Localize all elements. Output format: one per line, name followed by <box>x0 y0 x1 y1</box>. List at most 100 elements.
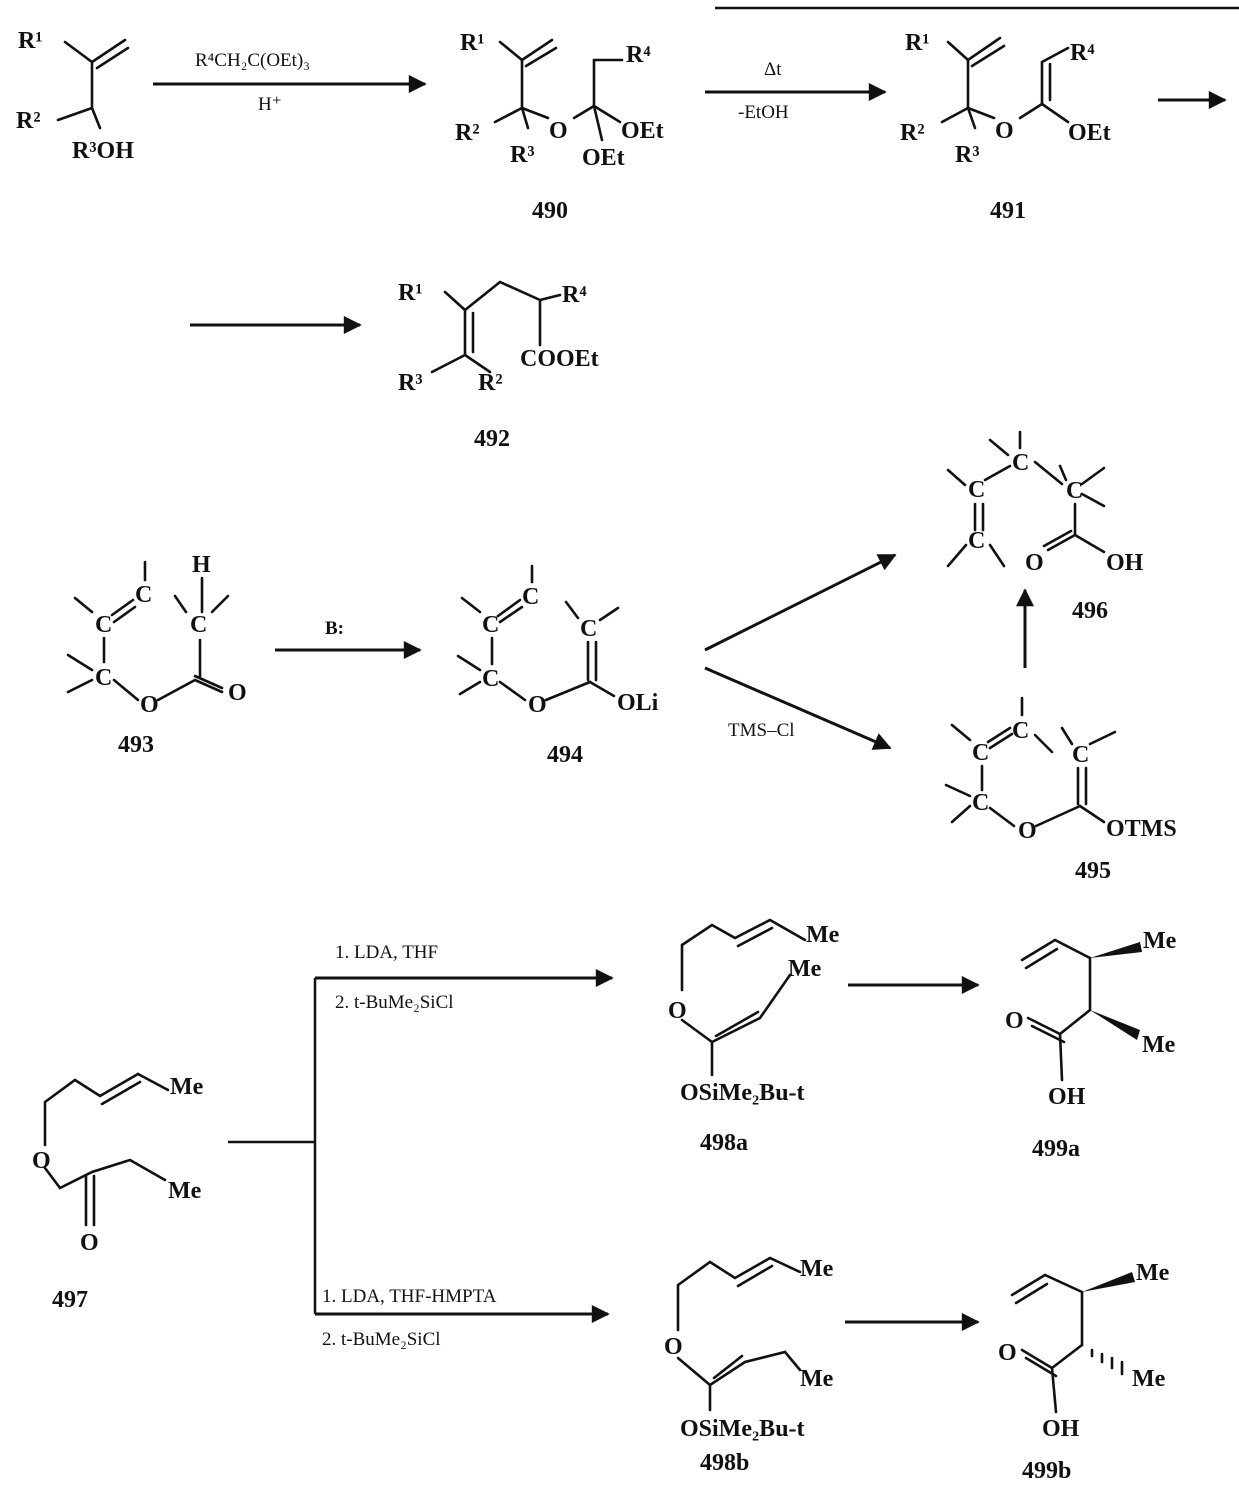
c498b-me1: Me <box>800 1256 834 1282</box>
compound-498a: Me Me O OSiMe₂Bu-t 498a <box>668 918 840 1156</box>
c495-c4: C <box>972 790 989 816</box>
c493-c4: C <box>95 665 112 691</box>
c497-me2: Me <box>168 1178 202 1204</box>
c497-label: 497 <box>52 1287 88 1313</box>
c498b-osi: OSiMe₂Bu-t <box>680 1416 805 1442</box>
c499b-o: O <box>998 1340 1017 1366</box>
c493-c2: C <box>135 582 152 608</box>
c492-ester: COOEt <box>520 346 599 372</box>
c499a-me2: Me <box>1142 1032 1176 1058</box>
c490-r1: R¹ <box>460 30 485 56</box>
c498a-o: O <box>668 998 687 1024</box>
c496-o: O <box>1025 550 1044 576</box>
route-a-cond2: 2. t-BuMe₂SiCl <box>335 992 454 1013</box>
compound-492: R¹ R⁴ COOEt R³ R² 492 <box>398 280 599 452</box>
arrow-step-2: Δt -EtOH <box>705 59 887 123</box>
route-b-cond1: 1. LDA, THF-HMPTA <box>322 1286 497 1307</box>
c497-me1: Me <box>170 1074 204 1100</box>
c492-r2: R² <box>478 370 503 396</box>
c494-c3: C <box>580 616 597 642</box>
arrow-route-a: 1. LDA, THF 2. t-BuMe₂SiCl <box>315 942 614 1013</box>
arrow-base: B: <box>275 618 422 659</box>
c491-label: 491 <box>990 198 1026 224</box>
compound-495: C C C C O OTMS 495 <box>944 696 1177 884</box>
step2-top: Δt <box>764 59 782 80</box>
start-r2: R² <box>16 108 41 134</box>
c499b-label: 499b <box>1022 1458 1071 1484</box>
c499a-label: 499a <box>1032 1136 1080 1162</box>
route-b-cond2: 2. t-BuMe₂SiCl <box>322 1329 441 1350</box>
c495-otms: OTMS <box>1106 816 1177 842</box>
c493-c1: C <box>95 612 112 638</box>
c498b-label: 498b <box>700 1450 749 1476</box>
c493-o-carbonyl: O <box>228 680 247 706</box>
c492-r3: R³ <box>398 370 423 396</box>
c498b-o: O <box>664 1334 683 1360</box>
c493-label: 493 <box>118 732 154 758</box>
start-r1: R¹ <box>18 28 43 54</box>
step1-reagent: R⁴CH₂C(OEt)₃ <box>195 50 310 71</box>
compound-497: Me Me O O 497 <box>32 1072 204 1313</box>
branch-connector <box>228 978 317 1314</box>
c490-label: 490 <box>532 198 568 224</box>
compound-start-alcohol: R¹ R² R³OH <box>16 28 134 164</box>
c491-oet: OEt <box>1068 120 1111 146</box>
c496-c4: C <box>968 528 985 554</box>
arrow-to-496 <box>704 553 897 652</box>
step1-catalyst: H⁺ <box>258 94 282 115</box>
c496-c1: C <box>968 477 985 503</box>
compound-498b: Me Me O OSiMe₂Bu-t 498b <box>664 1256 834 1476</box>
c492-label: 492 <box>474 426 510 452</box>
c490-o: O <box>549 118 568 144</box>
c499b-oh: OH <box>1042 1416 1080 1442</box>
c499a-oh: OH <box>1048 1084 1086 1110</box>
c494-c4: C <box>482 666 499 692</box>
start-r3oh: R³OH <box>72 138 134 164</box>
c495-c2: C <box>1012 718 1029 744</box>
c495-c3: C <box>1072 742 1089 768</box>
arrow-step-1: R⁴CH₂C(OEt)₃ H⁺ <box>153 50 427 115</box>
compound-490: R¹ R² R³ R⁴ O OEt OEt 490 <box>455 30 664 224</box>
c499a-o: O <box>1005 1008 1024 1034</box>
c494-c2: C <box>522 584 539 610</box>
c495-c1: C <box>972 740 989 766</box>
c499b-me2: Me <box>1132 1366 1166 1392</box>
c492-r4: R⁴ <box>562 282 587 308</box>
base-label: B: <box>325 618 344 639</box>
c495-label: 495 <box>1075 858 1111 884</box>
compound-493: C C C C H O O 493 <box>66 552 247 758</box>
c494-label: 494 <box>547 742 583 768</box>
compound-499b: Me Me O OH 499b <box>998 1260 1170 1484</box>
c495-o: O <box>1018 818 1037 844</box>
c498a-osi: OSiMe₂Bu-t <box>680 1080 805 1106</box>
c499b-me1: Me <box>1136 1260 1170 1286</box>
tmscl-label: TMS–Cl <box>728 720 795 741</box>
c493-c3: C <box>190 612 207 638</box>
c498a-me1: Me <box>806 922 840 948</box>
c497-o-ring: O <box>32 1148 51 1174</box>
c493-o-ring: O <box>140 692 159 718</box>
c490-r2: R² <box>455 120 480 146</box>
c499a-me1: Me <box>1143 928 1177 954</box>
c496-label: 496 <box>1072 598 1108 624</box>
arrow-to-495: TMS–Cl <box>704 666 892 750</box>
compound-496: C C C C O OH 496 <box>946 430 1144 624</box>
c491-r3: R³ <box>955 142 980 168</box>
c491-r4: R⁴ <box>1070 40 1095 66</box>
compound-494: C C C C O OLi 494 <box>456 564 659 768</box>
c498a-label: 498a <box>700 1130 748 1156</box>
c494-o: O <box>528 692 547 718</box>
c494-c1: C <box>482 612 499 638</box>
c490-oet2: OEt <box>582 145 625 171</box>
c493-h: H <box>192 552 211 578</box>
c498b-me2: Me <box>800 1366 834 1392</box>
c492-r1: R¹ <box>398 280 423 306</box>
compound-491: R¹ R² R³ R⁴ O OEt 491 <box>900 30 1111 224</box>
c497-o-carbonyl: O <box>80 1230 99 1256</box>
c490-r4: R⁴ <box>626 42 651 68</box>
c496-c3: C <box>1066 478 1083 504</box>
c498a-me2: Me <box>788 956 822 982</box>
arrow-route-b: 1. LDA, THF-HMPTA 2. t-BuMe₂SiCl <box>315 1286 610 1350</box>
c491-r1: R¹ <box>905 30 930 56</box>
